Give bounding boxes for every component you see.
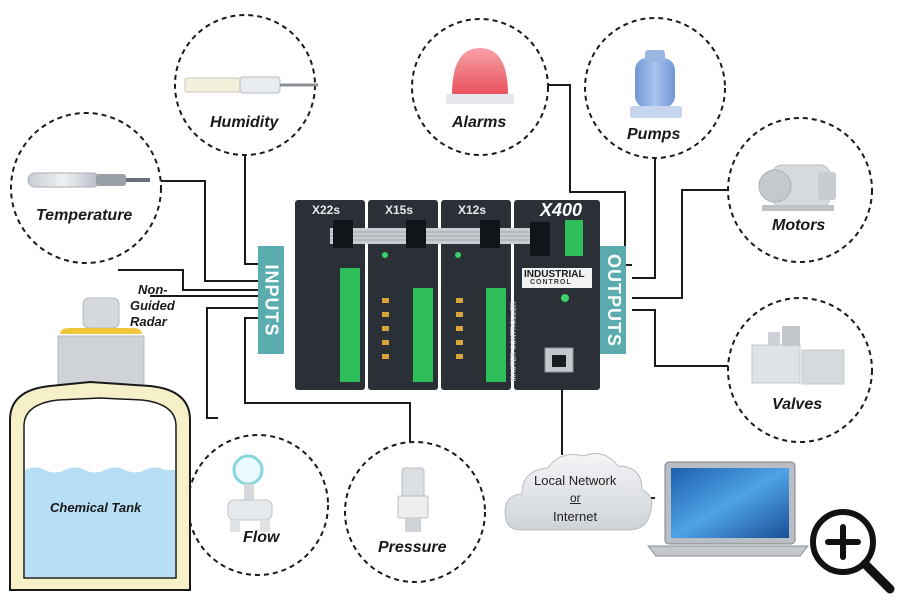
module-x12s-label: X12s — [458, 203, 487, 217]
radar-label-line2: Guided — [130, 298, 175, 313]
network-cloud — [504, 453, 653, 531]
humidity-label: Humidity — [210, 114, 279, 131]
temperature-probe-image — [27, 172, 150, 188]
pumps-label: Pumps — [627, 126, 681, 143]
radar-label-line1: Non- — [138, 282, 168, 297]
humidity-sensor-image — [184, 76, 318, 94]
valves-image — [751, 326, 845, 385]
zoom-in-icon[interactable] — [810, 509, 895, 594]
inputs-label: INPUTS — [261, 263, 282, 337]
pressure-label: Pressure — [378, 539, 447, 556]
network-line2: or — [570, 491, 581, 505]
chemical-tank — [9, 380, 191, 591]
network-line1: Local Network — [534, 473, 617, 488]
module-x15s-label: X15s — [385, 203, 414, 217]
brand-line1: INDUSTRIAL — [524, 269, 585, 280]
network-line3: Internet — [553, 509, 598, 524]
pump-image — [630, 50, 682, 118]
inputs-banner: INPUTS — [258, 246, 284, 354]
flow-meter-image — [227, 454, 273, 532]
temperature-label: Temperature — [36, 207, 133, 224]
temperature-circle — [10, 112, 162, 264]
radar-label-line3: Radar — [130, 314, 167, 329]
module-x400-label: X400 — [540, 200, 583, 220]
motor-image — [758, 164, 836, 211]
motors-label: Motors — [772, 217, 826, 234]
flow-label: Flow — [243, 529, 280, 546]
brand-line2: CONTROL — [530, 279, 572, 286]
laptop-image — [646, 461, 810, 557]
outputs-label: OUTPUTS — [603, 253, 624, 347]
alarm-light-image — [446, 48, 514, 104]
master-controller-label: MASTER CONTROLLER — [510, 301, 518, 382]
pressure-sensor-image — [397, 467, 429, 532]
controller-stack — [295, 200, 600, 390]
module-x22s-label: X22s — [312, 203, 341, 217]
valves-label: Valves — [772, 396, 823, 413]
tank-label: Chemical Tank — [50, 500, 142, 515]
outputs-banner: OUTPUTS — [600, 246, 626, 354]
alarms-label: Alarms — [452, 114, 507, 131]
